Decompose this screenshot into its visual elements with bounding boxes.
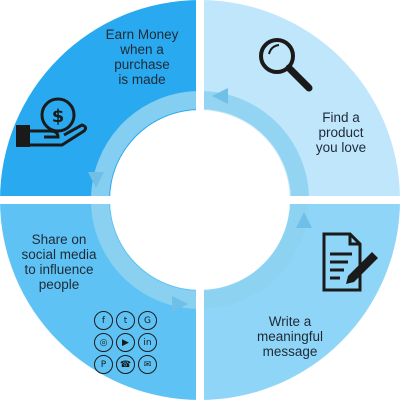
ring-arrow-bottom xyxy=(172,296,188,312)
ring-arrow-right xyxy=(296,212,312,228)
linkedin-icon: in xyxy=(138,333,157,352)
instagram-icon: ◎ xyxy=(94,333,113,352)
magnifier-icon xyxy=(259,38,313,92)
label-earn: Earn Money when a purchase is made xyxy=(105,27,179,87)
label-write: Write a meaningful message xyxy=(256,314,324,359)
youtube-icon: ▶ xyxy=(116,333,135,352)
label-share: Share on social media to influence peopl… xyxy=(21,232,97,292)
email-icon: ✉ xyxy=(138,355,157,374)
ring-arrow-left xyxy=(88,172,104,188)
facebook-icon: f xyxy=(94,311,113,330)
center-hole xyxy=(110,110,290,290)
document-pen-icon xyxy=(322,232,378,292)
google-plus-icon: G xyxy=(138,311,157,330)
svg-text:$: $ xyxy=(52,106,65,127)
phone-icon: ☎ xyxy=(116,355,135,374)
label-find: Find a product you love xyxy=(315,110,367,155)
pinterest-icon: P xyxy=(94,355,113,374)
money-hand-icon: $ xyxy=(16,97,88,147)
ring-arrow-top xyxy=(212,88,228,104)
twitter-icon: t xyxy=(116,311,135,330)
